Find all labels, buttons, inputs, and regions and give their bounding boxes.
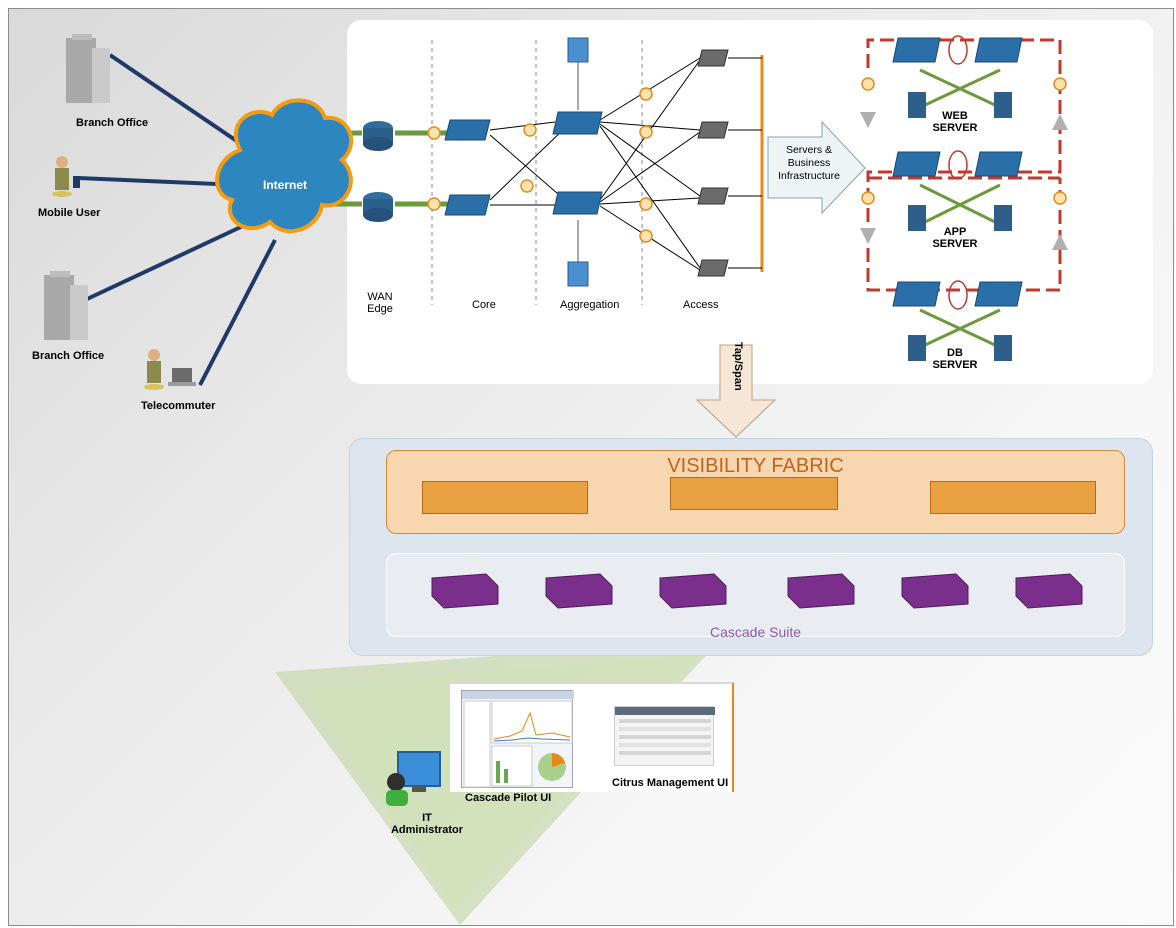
internet-label: Internet [262,178,307,192]
fabric-node-center [670,477,838,510]
servers-arrow-line1: Servers & [785,144,833,156]
mesh-link [489,121,556,131]
cascade-pilot-screenshot [461,690,574,788]
db-lag-ring [948,280,968,310]
app-server-line1: APP [943,226,967,238]
server-switch-icon [892,281,1023,307]
telecommuter-icon [144,349,196,390]
server-icon [908,335,1012,361]
db-server-line1: DB [947,347,963,359]
fabric-node-left [422,481,588,514]
it-admin-line1: IT [422,812,432,824]
servers-arrow [767,120,866,215]
access-switch-icon [697,187,729,205]
tap-point-icon [427,77,1067,243]
switch-icon [552,111,603,135]
appliance-icon [901,573,969,609]
web-server-label: WEB SERVER [920,110,990,134]
appliance-icon [545,573,613,609]
telecommuter-label: Telecommuter [141,400,216,412]
visibility-fabric-title: VISIBILITY FABRIC [667,455,844,477]
mesh-link [599,125,701,269]
tier-label-aggregation: Aggregation [560,299,620,311]
app-server-line2: SERVER [932,238,978,250]
it-admin-line2: Administrator [390,824,464,836]
wan-link-mobile [77,176,241,187]
server-loop-inner [866,172,1060,182]
tier-label-edge: Edge [367,303,393,315]
app-lag-ring [948,150,968,180]
flow-arrow-down [860,228,876,244]
web-server-line1: WEB [942,110,968,122]
switch-icon [444,119,491,141]
tier-label-wan: WAN [367,291,393,303]
wan-link-branch-2 [84,223,246,302]
flow-arrow-up [1052,114,1068,130]
db-server-line2: SERVER [932,359,978,371]
appliance-icon [659,573,727,609]
mesh-link [489,127,566,201]
db-server-label: DB SERVER [920,347,990,371]
cascade-pilot-ui-label: Cascade Pilot UI [465,792,552,804]
mobile-user-icon [52,156,80,197]
servers-arrow-line3: Infrastructure [778,170,840,182]
mobile-user-label: Mobile User [38,207,101,219]
appliance-icon [431,573,499,609]
app-cross-links [919,183,1001,224]
db-cross-links [919,308,1001,347]
flow-arrow-up [1052,234,1068,250]
tier-label-wan-edge: WAN Edge [360,291,400,315]
citrus-management-ui-label: Citrus Management UI [612,777,729,789]
branch-office-label-2: Branch Office [32,350,105,362]
mesh-link [489,134,566,201]
server-switch-icon [892,151,1023,177]
cascade-suite-label: Cascade Suite [709,624,802,640]
web-lag-ring [948,35,968,65]
internet-cloud [215,98,354,233]
flow-arrow-down [860,112,876,128]
tier-label-core: Core [472,299,496,311]
firewall-icon [567,37,589,63]
switch-icon [552,191,603,215]
app-server-label: APP SERVER [920,226,990,250]
servers-arrow-line2: Business [787,157,831,169]
access-switch-icon [697,259,729,277]
branch-office-label-1: Branch Office [76,117,149,129]
fabric-node-right [930,481,1096,514]
wan-link-telecommuter [198,239,277,386]
servers-arrow-label: Servers & Business Infrastructure [768,144,850,183]
router-icon [363,121,393,151]
building-icon [44,271,88,340]
switch-icon [444,194,491,216]
mesh-link [599,123,701,197]
appliance-icon [787,573,855,609]
tap-span-arrow [695,344,777,438]
citrus-management-screenshot [614,706,715,766]
appliance-icon [1015,573,1083,609]
wan-link-branch-1 [108,53,252,152]
tier-label-access: Access [683,299,719,311]
mesh-link [599,131,701,203]
firewall-icon [567,261,589,287]
pilot-ui-preview [462,691,574,788]
router-icon [363,192,393,222]
citrus-ui-preview [615,707,715,755]
access-switch-icon [697,49,729,67]
server-icon [908,205,1012,231]
access-switch-icon [697,121,729,139]
mesh-link [599,121,701,131]
server-icon [908,92,1012,118]
it-administrator-label: IT Administrator [382,812,472,836]
cascade-suite-panel [386,553,1125,637]
web-cross-links [919,68,1001,107]
it-administrator-icon [386,751,441,806]
building-icon [66,34,110,103]
web-server-line2: SERVER [932,122,978,134]
server-switch-icon [892,37,1023,63]
